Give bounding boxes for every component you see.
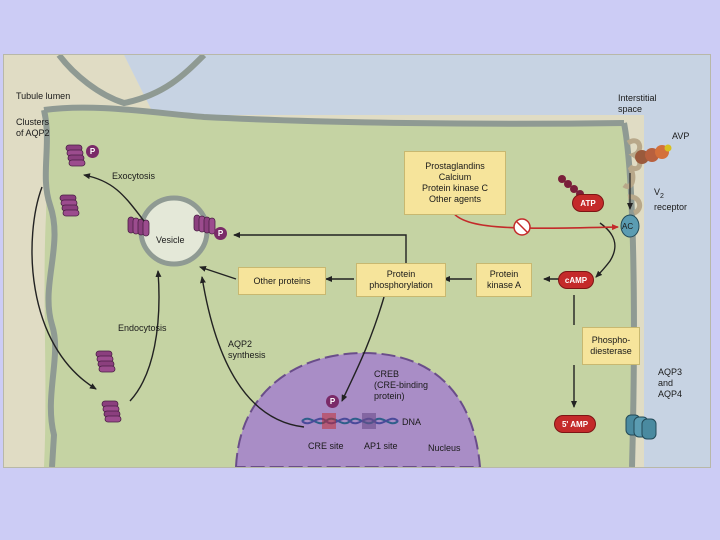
vesicle-label: Vesicle xyxy=(156,235,185,245)
adenylyl-cyclase-icon xyxy=(620,214,640,238)
v2-receptor-icon xyxy=(622,138,643,216)
aqp3-aqp4-channel-icon xyxy=(625,414,657,440)
protein-kinase-a-box: Protein kinase A xyxy=(476,263,532,297)
aqp3-aqp4-label: AQP3 and AQP4 xyxy=(658,367,683,399)
basolateral-membrane xyxy=(621,122,637,467)
interstitial-space-label: Interstitial space xyxy=(618,93,657,114)
aqp2-synthesis-label: AQP2 synthesis xyxy=(228,339,266,360)
aqp2-cluster-icon xyxy=(95,350,116,373)
avp-hormone-icon xyxy=(635,144,672,164)
cre-site-label: CRE site xyxy=(308,441,344,451)
phosphate-badge: P xyxy=(86,145,99,158)
regulatory-agents-box: Prostaglandins Calcium Protein kinase C … xyxy=(404,151,506,215)
tight-junction-border xyxy=(43,104,625,127)
dna-icon xyxy=(301,413,399,429)
exocytosis-label: Exocytosis xyxy=(112,171,156,181)
v2-receptor-label: V2 receptor xyxy=(654,187,688,212)
atp-pill: ATP xyxy=(572,194,604,212)
avp-label: AVP xyxy=(672,131,690,141)
aqp2-cluster-icon xyxy=(65,144,86,167)
aqp2-cluster-icon xyxy=(127,216,150,237)
diagram-graphics xyxy=(4,55,710,467)
protein-phosphorylation-box: Protein phosphorylation xyxy=(356,263,446,297)
creb-label: CREB (CRE-binding protein) xyxy=(374,369,429,401)
phosphate-badge: P xyxy=(214,227,227,240)
nucleus-label: Nucleus xyxy=(428,443,461,453)
phosphate-badge: P xyxy=(326,395,339,408)
figure-panel: Tubule lumen Clusters of AQP2 Interstiti… xyxy=(3,54,711,468)
aqp2-cluster-icon xyxy=(101,400,122,423)
apical-membrane xyxy=(41,109,59,467)
other-proteins-box: Other proteins xyxy=(238,267,326,295)
camp-pill: cAMP xyxy=(558,271,594,289)
aqp2-cluster-icon xyxy=(59,194,80,217)
endocytosis-label: Endocytosis xyxy=(118,323,167,333)
ap1-site-label: AP1 site xyxy=(364,441,398,451)
phosphodiesterase-box: Phospho- diesterase xyxy=(582,327,640,365)
tubule-lumen-label: Tubule lumen xyxy=(16,91,71,101)
five-amp-pill: 5' AMP xyxy=(554,415,596,433)
dna-label: DNA xyxy=(402,417,422,427)
ac-label: AC xyxy=(622,222,634,231)
clusters-aqp2-label: Clusters of AQP2 xyxy=(16,117,50,138)
aqp2-cluster-icon xyxy=(193,214,216,235)
